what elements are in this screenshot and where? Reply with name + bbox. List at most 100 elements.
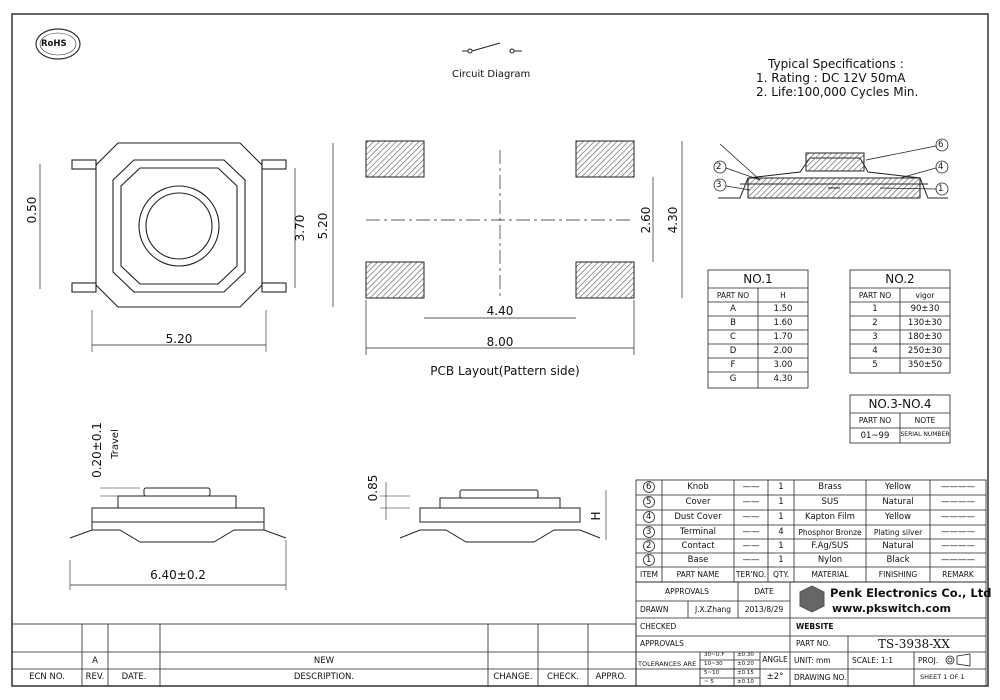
- bom-header-qty: QTY.: [773, 570, 789, 579]
- balloon-6: 6: [938, 140, 944, 150]
- bom-header-name: PART NAME: [676, 570, 720, 579]
- bom-header-ter: TER'NO.: [735, 570, 767, 579]
- bom-remark: ————: [941, 541, 975, 551]
- bom-item: 4: [646, 512, 652, 522]
- table-no1-cell: F: [730, 360, 736, 370]
- table-no34-header-note: NOTE: [914, 416, 936, 425]
- bom-material: Brass: [818, 482, 842, 492]
- table-no2-cell: 180±30: [907, 332, 943, 342]
- rev-header-ecn: ECN NO.: [29, 672, 65, 682]
- specs-line1: 1. Rating : DC 12V 50mA: [756, 71, 906, 85]
- tb-approvals: APPROVALS: [665, 587, 709, 596]
- bom-qty: 1: [778, 541, 784, 551]
- bom-finish: Black: [886, 555, 910, 565]
- table-no2-grid: [849, 269, 951, 374]
- tb-tol-value: ±0.15: [737, 670, 754, 676]
- bom-finish: Yellow: [884, 512, 912, 522]
- table-no1-cell: 3.00: [773, 360, 793, 370]
- bom-finish: Natural: [882, 541, 914, 551]
- tb-tol-value: ±0.30: [737, 652, 754, 658]
- bom-item-circles: [643, 481, 655, 566]
- tb-proj: PROJ.: [918, 656, 939, 665]
- dim-4-40: 4.40: [486, 304, 514, 318]
- tb-drawing-no: DRAWING NO.: [794, 673, 847, 682]
- table-no1-cell: A: [730, 304, 736, 314]
- switch-symbol-icon: [462, 42, 522, 54]
- table-no2-cell: 2: [872, 318, 878, 328]
- bom-item: 3: [646, 527, 652, 537]
- rev-header-date: DATE.: [121, 672, 147, 682]
- bom-finish: Plating silver: [873, 528, 923, 537]
- bom-material: SUS: [821, 497, 839, 507]
- table-no1-cell: B: [730, 318, 736, 328]
- rohs-label: RoHS: [41, 39, 67, 49]
- bom-remark: ————: [941, 555, 975, 565]
- tb-tol-range: 30~U.F: [704, 652, 725, 658]
- rev-header-description: DESCRIPTION.: [293, 672, 355, 682]
- bom-header-remark: REMARK: [942, 570, 974, 579]
- table-no2-cell: 130±30: [907, 318, 943, 328]
- tb-part-no-label: PART NO.: [796, 639, 831, 648]
- table-no34-grid: [849, 394, 951, 444]
- specs-line2: 2. Life:100,000 Cycles Min.: [756, 85, 919, 99]
- bom-item: 6: [646, 482, 652, 492]
- pcb-layout: [365, 140, 683, 355]
- rev-header-change: CHANGE.: [493, 672, 533, 682]
- tb-drawn-date: 2013/8/29: [744, 605, 784, 614]
- table-no1-header-h: H: [780, 291, 786, 300]
- dim-3-70: 3.70: [293, 214, 307, 242]
- table-no1-title: NO.1: [743, 272, 773, 286]
- rev-header-appro: APPRO.: [595, 672, 627, 682]
- section-view: [718, 152, 948, 199]
- table-no1-cell: 1.60: [773, 318, 793, 328]
- dim-0-85: 0.85: [366, 474, 380, 502]
- bom-material: Phosphor Bronze: [798, 528, 862, 537]
- table-no2-cell: 90±30: [910, 304, 940, 314]
- specs-title: Typical Specifications :: [768, 57, 904, 71]
- tb-website: WEBSITE: [796, 622, 834, 631]
- tb-checked: CHECKED: [640, 622, 677, 631]
- bom-qty: 1: [778, 497, 784, 507]
- pcb-layout-label: PCB Layout(Pattern side): [430, 364, 580, 378]
- tb-angle-value: ±2°: [766, 672, 784, 682]
- bom-name: Dust Cover: [674, 512, 722, 522]
- table-no34-cell: SERIAL NUMBER: [900, 431, 950, 438]
- bom-header-material: MATERIAL: [811, 570, 849, 579]
- bom-remark: ————: [941, 482, 975, 492]
- tb-tol-range: ~ 5: [704, 679, 714, 685]
- bom-item: 5: [646, 497, 652, 507]
- table-no2-cell: 250±30: [907, 346, 943, 356]
- bom-name: Cover: [685, 497, 711, 507]
- side-view-2: [380, 482, 607, 543]
- bom-remark: ————: [941, 527, 975, 537]
- table-no2-cell: 3: [872, 332, 878, 342]
- table-no2-header-vigor: vigor: [915, 291, 935, 300]
- table-no1-cell: D: [729, 346, 737, 356]
- rev-description: NEW: [313, 656, 335, 666]
- bom-ter: ——: [742, 497, 760, 507]
- rev-value: A: [92, 656, 98, 666]
- tb-date: DATE: [754, 587, 774, 596]
- dim-0-50: 0.50: [25, 196, 39, 224]
- tb-website-url: www.pkswitch.com: [832, 602, 951, 615]
- bom-header-item: ITEM: [639, 570, 659, 579]
- bom-material: Nylon: [817, 555, 843, 565]
- bom-material: F.Ag/SUS: [811, 541, 849, 551]
- table-no2-cell: 5: [872, 360, 878, 370]
- dim-5-20-vertical: 5.20: [316, 212, 330, 240]
- tb-tol-value: ±0.20: [737, 661, 754, 667]
- table-no2-cell: 4: [872, 346, 878, 356]
- dim-travel: 0.20±0.1: [90, 422, 104, 478]
- bom-ter: ——: [742, 512, 760, 522]
- bom-ter: ——: [742, 555, 760, 565]
- bom-qty: 1: [778, 555, 784, 565]
- tb-tolerances: TOLERANCES ARE: [638, 660, 697, 668]
- rev-header-check: CHECK.: [547, 672, 579, 682]
- balloon-4: 4: [938, 162, 944, 172]
- projection-symbol-icon: [945, 653, 971, 667]
- bom-item: 2: [646, 541, 652, 551]
- rohs-badge: [35, 28, 81, 60]
- table-no1-cell: G: [729, 374, 737, 384]
- table-no1-grid: [707, 269, 809, 389]
